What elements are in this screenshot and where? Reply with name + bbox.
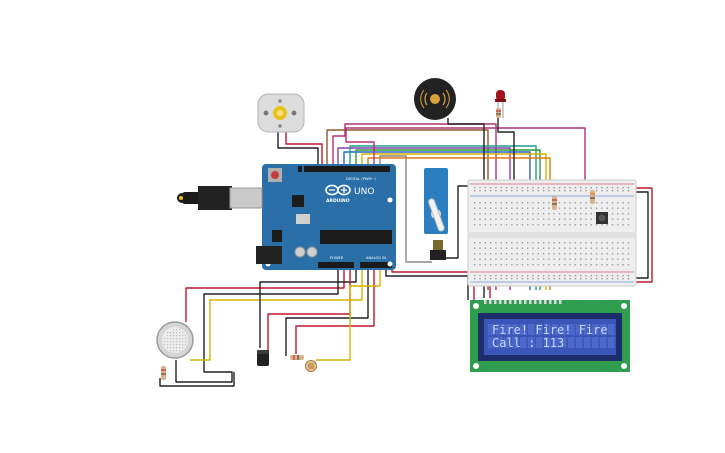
photoresistor[interactable] <box>305 360 317 372</box>
resistor-1 <box>552 196 557 210</box>
dc-motor[interactable] <box>257 93 305 133</box>
arduino-logo-text: ARDUINO <box>326 198 350 204</box>
servo-motor[interactable] <box>424 168 448 260</box>
power-header-label: POWER <box>330 256 344 260</box>
wire-gnd-red <box>391 266 475 300</box>
lcd-line-2: Call : 113 <box>492 336 564 350</box>
wire-rail-red <box>489 187 653 298</box>
wire-led-black <box>497 118 515 186</box>
atmega-chip <box>320 230 392 244</box>
arduino-uno[interactable]: UNO ARDUINO DIGITAL (PWM~) POWER ANALOG … <box>256 164 396 270</box>
wire-magenta-2 <box>345 127 586 208</box>
wire-grey-servo <box>379 155 432 263</box>
power-header <box>318 262 354 268</box>
wire-bottom-black-3 <box>285 266 369 356</box>
gas-resistor <box>161 366 166 380</box>
red-led[interactable] <box>495 90 506 118</box>
wire-buzzer-black <box>447 118 485 186</box>
wire-ldr-yellow <box>316 266 381 361</box>
wire-bottom-black-1 <box>175 266 339 383</box>
push-button[interactable] <box>596 212 608 224</box>
wire-gnd-black <box>385 266 469 300</box>
temperature-sensor[interactable] <box>257 350 269 366</box>
wires <box>159 118 653 387</box>
piezo-buzzer[interactable] <box>414 78 456 120</box>
arduino-model: UNO <box>354 187 374 197</box>
wire-motor-red <box>285 130 323 165</box>
wire-bottom-red-1 <box>185 266 345 322</box>
wire-servo-black <box>444 185 472 259</box>
usb-cable <box>177 186 263 210</box>
wire-usb-ext <box>159 372 235 387</box>
analog-header <box>360 262 392 268</box>
wire-motor-black <box>277 130 319 165</box>
lcd-line-1: Fire! Fire! Fire <box>492 323 608 337</box>
breadboard[interactable] <box>467 179 637 287</box>
digital-header-label: DIGITAL (PWM~) <box>346 177 376 181</box>
lcd-16x2[interactable]: Fire! Fire! Fire Call : 113 <box>470 300 630 372</box>
ldr-resistor <box>290 355 304 360</box>
servo-horn <box>428 198 445 232</box>
resistor-2 <box>590 190 595 204</box>
led-resistor <box>496 108 501 118</box>
arduino-logo-icon <box>325 184 351 196</box>
digital-header <box>304 166 390 172</box>
wire-bottom-yellow <box>190 266 363 361</box>
lcd-pins <box>484 300 562 304</box>
gas-sensor-mesh <box>164 329 187 352</box>
power-jack <box>256 246 282 264</box>
gas-sensor[interactable] <box>156 321 194 380</box>
analog-header-label: ANALOG IN <box>366 256 386 260</box>
wire-bottom-black-2 <box>259 266 357 348</box>
wire-bottom-red-3 <box>295 266 375 354</box>
lcd-cells <box>488 324 615 348</box>
